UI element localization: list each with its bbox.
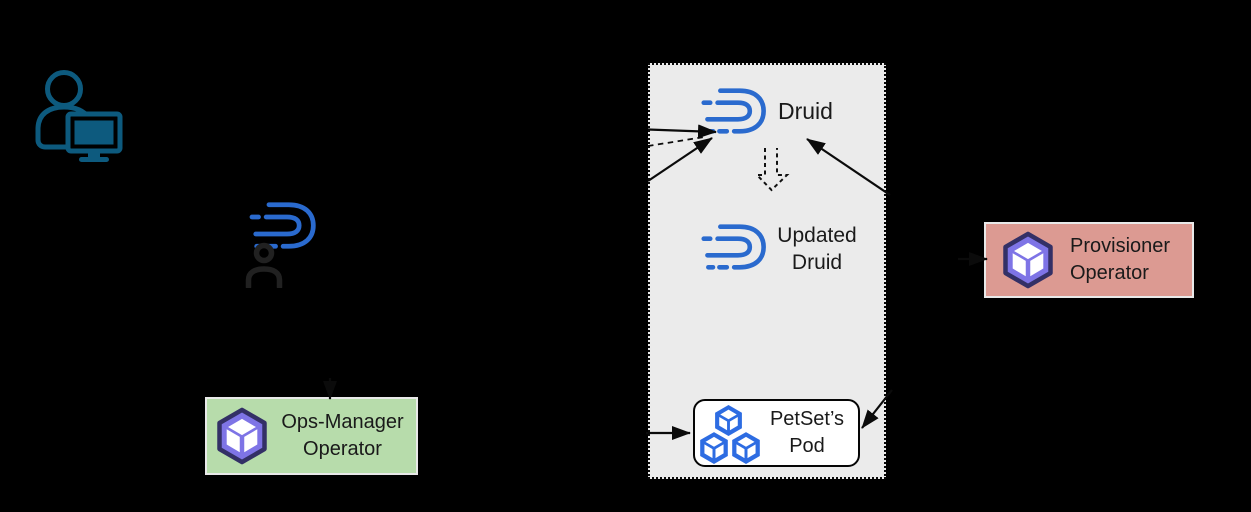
provisioner-line1: Provisioner <box>1070 235 1171 257</box>
provisioner-line2: Operator <box>1070 262 1149 284</box>
petset-pod-line2: Pod <box>789 434 825 457</box>
person-at-computer-icon <box>30 66 126 162</box>
updated-druid-line2: Druid <box>791 251 843 274</box>
ops-manager-line1: Ops-Manager <box>281 411 404 433</box>
operator-cube-icon <box>1001 231 1055 289</box>
provisioner-operator-label: Provisioner Operator <box>1070 233 1170 287</box>
petset-pod-box: PetSet’s Pod <box>693 399 860 467</box>
updated-druid-label: Updated Druid <box>762 220 872 278</box>
druid-cluster-panel: Druid Updated Druid PetSet <box>648 63 886 479</box>
user-icon <box>243 242 285 288</box>
druid-label: Druid <box>778 98 833 124</box>
ops-manager-line2: Operator <box>303 438 382 460</box>
operator-cube-icon <box>215 407 269 465</box>
dashed-update-arrow-icon <box>754 145 790 193</box>
druid-logo-icon <box>701 221 771 273</box>
druid-logo-icon <box>701 86 771 136</box>
petset-pod-label: PetSet’s Pod <box>757 406 857 459</box>
petset-pod-line1: PetSet’s <box>769 407 845 430</box>
pod-icon <box>697 431 731 465</box>
provisioner-operator-box: Provisioner Operator <box>984 222 1194 298</box>
updated-druid-line1: Updated <box>777 224 857 247</box>
ops-manager-operator-label: Ops-Manager Operator <box>269 409 416 463</box>
ops-manager-operator-box: Ops-Manager Operator <box>205 397 418 475</box>
